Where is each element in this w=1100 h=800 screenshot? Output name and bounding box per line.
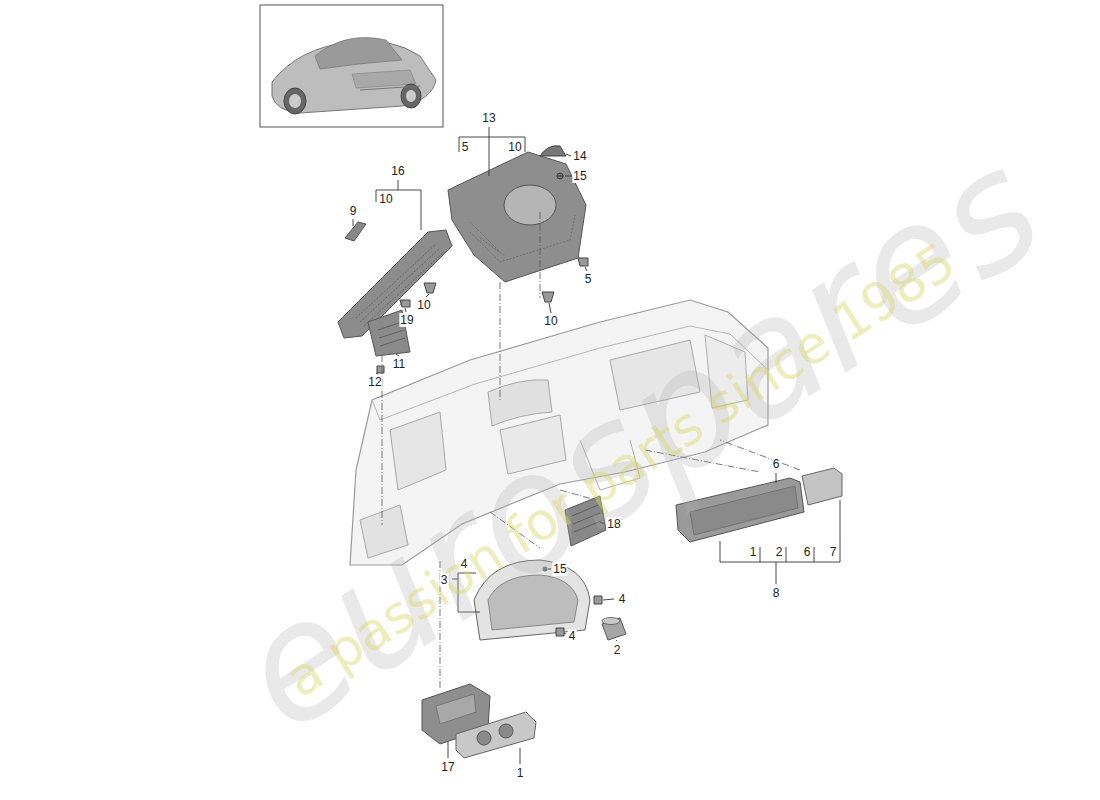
callout-number: 16	[390, 164, 405, 178]
leader-line	[353, 219, 354, 226]
leader-line	[520, 748, 521, 764]
leader-line	[776, 473, 777, 483]
callout-number: 15	[552, 562, 567, 576]
callout-number: 12	[367, 375, 382, 389]
lower-trim	[477, 731, 491, 745]
clip	[424, 283, 436, 293]
leader-line	[376, 180, 421, 230]
callout-number: 6	[772, 457, 781, 471]
center-panel	[448, 152, 586, 282]
callout-number: 5	[461, 140, 470, 154]
leader-line	[564, 633, 566, 634]
callout-number: 6	[803, 545, 812, 559]
switch-cap	[602, 618, 626, 641]
callout-number: 10	[416, 298, 431, 312]
callout-number: 2	[613, 643, 622, 657]
callout-number: 3	[440, 573, 449, 587]
callout-number: 17	[440, 760, 455, 774]
vehicle-thumbnail	[315, 38, 402, 69]
switch-cap	[602, 618, 620, 625]
callout-number: 13	[481, 111, 496, 125]
leader-line	[426, 294, 429, 297]
screw	[557, 173, 563, 179]
callout-number: 8	[772, 586, 781, 600]
end-cap	[802, 468, 842, 505]
callout-number: 15	[572, 169, 587, 183]
callout-number: 10	[378, 192, 393, 206]
screw	[556, 173, 564, 179]
callout-number: 14	[572, 149, 587, 163]
lower-trim	[456, 712, 536, 758]
leader-line	[549, 303, 551, 313]
callout-number: 18	[606, 517, 621, 531]
cap	[540, 146, 566, 156]
callout-number: 11	[392, 357, 406, 371]
callout-number: 1	[516, 766, 525, 780]
leader-line	[396, 354, 399, 356]
callout-number: 9	[349, 204, 358, 218]
callout-number: 5	[584, 272, 593, 286]
mounting-bracket	[556, 596, 602, 636]
leader-line	[585, 267, 587, 271]
vehicle-thumbnail	[360, 86, 420, 90]
center-panel	[504, 185, 556, 225]
column-cover	[436, 694, 476, 724]
screw	[556, 176, 564, 177]
leader-line	[720, 500, 840, 562]
vehicle-thumbnail	[260, 5, 443, 127]
lower-trim	[499, 724, 513, 738]
vehicle-thumbnail	[406, 90, 416, 102]
watermark-slogan: a passion for parts since 1985	[274, 231, 965, 709]
leader-line	[489, 137, 490, 176]
assembly-line	[396, 300, 404, 310]
leader-line	[376, 373, 378, 374]
callout-number: 1	[749, 545, 758, 559]
callout-number: 4	[618, 592, 627, 606]
callout-number: 4	[460, 557, 469, 571]
leader-line	[776, 562, 777, 584]
leader-line	[565, 176, 571, 177]
leader-line	[566, 154, 571, 156]
lower-trim	[456, 712, 536, 758]
trim-strip	[356, 244, 444, 326]
leader-line	[616, 640, 617, 641]
leader-line	[405, 308, 406, 312]
clip	[578, 258, 588, 266]
clip	[542, 292, 554, 302]
clip	[377, 258, 588, 373]
clip	[377, 366, 384, 373]
assembly-line	[540, 212, 541, 298]
callout-number: 7	[829, 545, 838, 559]
leader-line	[603, 599, 614, 600]
end-cap	[802, 468, 842, 505]
callout-number: 4	[568, 629, 577, 643]
callout-number: 10	[507, 140, 522, 154]
mounting-bracket	[594, 596, 602, 604]
vehicle-thumbnail	[260, 5, 443, 127]
switch-cap	[602, 618, 626, 640]
cap	[540, 146, 566, 156]
center-panel	[470, 215, 575, 262]
callout-number: 19	[399, 313, 414, 327]
small-cover	[345, 222, 366, 241]
vehicle-thumbnail	[289, 94, 301, 108]
vehicle-thumbnail	[401, 84, 421, 108]
small-cover	[345, 222, 366, 241]
center-panel	[448, 152, 586, 282]
callout-number: 10	[543, 314, 558, 328]
callout-number: 2	[775, 545, 784, 559]
mounting-bracket	[556, 628, 564, 636]
vehicle-thumbnail	[284, 88, 306, 114]
leader-line	[448, 742, 449, 758]
assembly-line	[500, 282, 501, 400]
